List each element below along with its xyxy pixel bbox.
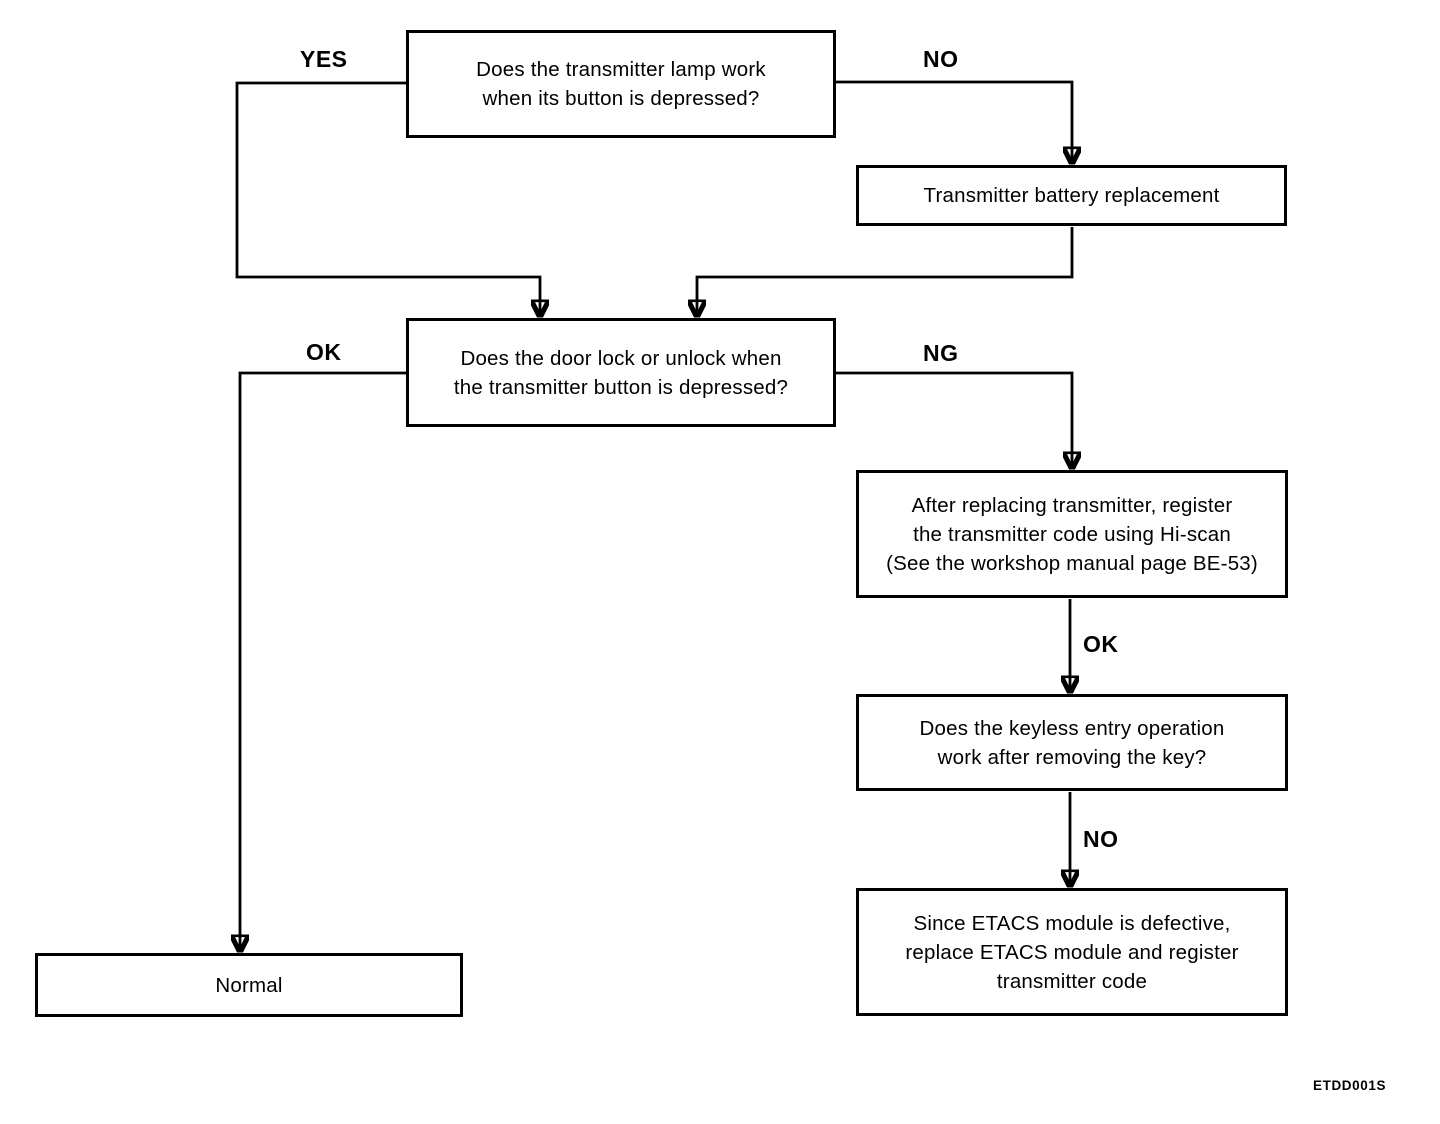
connector-no-branch	[836, 80, 1072, 162]
figure-code: ETDD001S	[1313, 1078, 1387, 1093]
branch-label-yes: YES	[300, 46, 348, 72]
connector-battery-merge	[697, 227, 1074, 315]
node-register-code-text: After replacing transmitter, register th…	[886, 493, 1258, 575]
node-lamp-question: Does the transmitter lamp work when its …	[406, 30, 836, 138]
node-keyless-question-text: Does the keyless entry operation work af…	[919, 716, 1225, 769]
node-battery-replacement-text: Transmitter battery replacement	[923, 184, 1220, 207]
connector-ok-left-branch	[240, 371, 406, 950]
branch-label-ok-mid: OK	[1083, 631, 1119, 657]
branch-label-no-top: NO	[923, 46, 959, 72]
node-door-question-text: Does the door lock or unlock when the tr…	[453, 346, 789, 399]
node-normal-text: Normal	[215, 973, 283, 997]
node-keyless-question: Does the keyless entry operation work af…	[856, 694, 1288, 791]
node-etacs-replace-text: Since ETACS module is defective, replace…	[905, 911, 1239, 993]
branch-label-ng: NG	[923, 340, 959, 366]
connector-ng-branch	[836, 371, 1072, 467]
node-normal: Normal	[35, 953, 463, 1017]
node-register-code: After replacing transmitter, register th…	[856, 470, 1288, 598]
node-door-question: Does the door lock or unlock when the tr…	[406, 318, 836, 427]
branch-label-ok-left: OK	[306, 339, 342, 365]
node-battery-replacement: Transmitter battery replacement	[856, 165, 1287, 226]
branch-label-no-mid: NO	[1083, 826, 1119, 852]
node-etacs-replace: Since ETACS module is defective, replace…	[856, 888, 1288, 1016]
node-lamp-question-text: Does the transmitter lamp work when its …	[476, 58, 766, 110]
